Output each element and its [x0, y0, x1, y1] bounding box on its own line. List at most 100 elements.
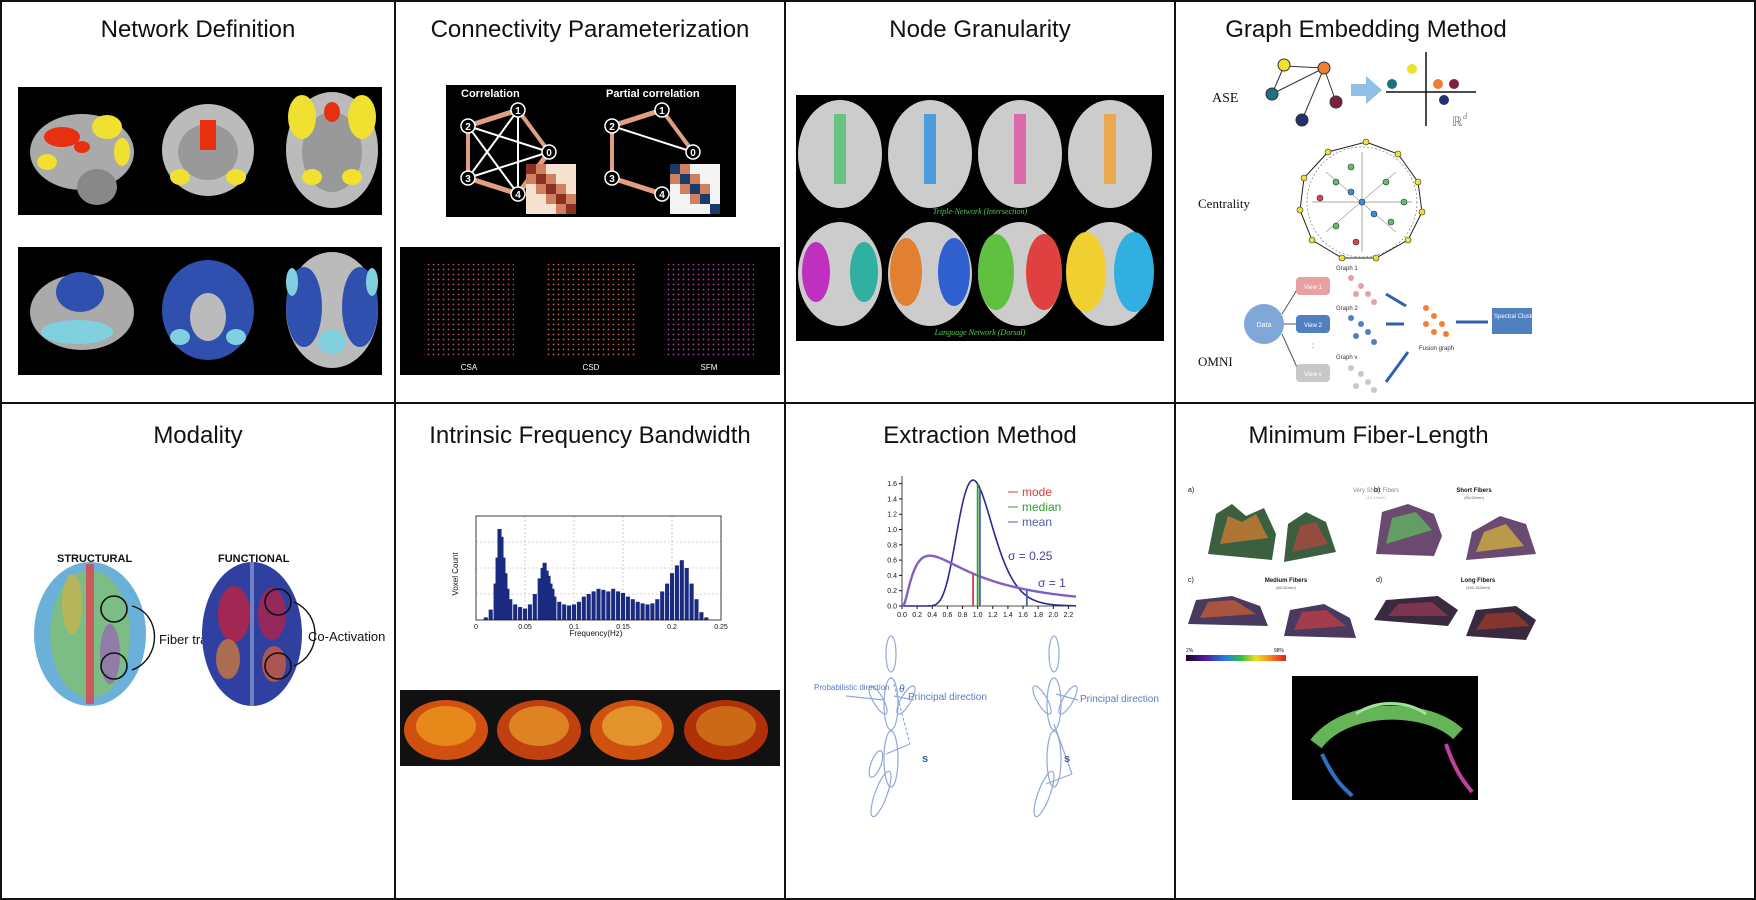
functional-brain-image	[202, 562, 302, 706]
histogram-bar	[532, 594, 537, 620]
x-tick-label: 1.4	[1003, 612, 1013, 619]
x-tick-label: 1.6	[1018, 612, 1028, 619]
omni-label: OMNI	[1198, 354, 1233, 369]
histogram-bar	[601, 589, 606, 620]
histogram-bar	[483, 617, 488, 620]
node-label: 0	[690, 148, 696, 159]
x-tick-label: 0.2	[667, 624, 677, 631]
panel-title: Minimum Fiber-Length	[1248, 422, 1489, 449]
plot-frame	[475, 515, 722, 621]
x-tick-label: 0.25	[714, 624, 728, 631]
long-label: Long Fibers	[1461, 578, 1496, 584]
brain-parcellation-row-bottom	[798, 222, 1154, 326]
label-a: a)	[1188, 487, 1194, 494]
colorbar	[1186, 655, 1286, 661]
histogram-bar	[513, 604, 518, 620]
ase-graph	[1265, 58, 1343, 127]
histogram-bar	[645, 604, 650, 620]
histogram-bar	[552, 596, 557, 620]
histogram-bar	[576, 601, 581, 620]
y-tick-label: 0.2	[887, 588, 897, 595]
histogram-bar	[518, 607, 523, 620]
structural-label: STRUCTURAL	[57, 553, 132, 565]
legend-median: median	[1022, 500, 1061, 514]
graph-label: Graph 2	[1336, 306, 1358, 312]
histogram-bar	[581, 596, 586, 620]
histogram-bar	[571, 604, 577, 620]
histogram-bar	[665, 583, 670, 620]
histogram-bar	[537, 578, 542, 620]
histogram-bar	[505, 588, 510, 620]
principal-direction-label: Principal direction	[908, 692, 987, 703]
panel-connectivity: Connectivity Parameterization Correlatio…	[396, 2, 784, 402]
x-tick-label: 1.8	[1033, 612, 1043, 619]
panel-node-granularity: Node Granularity Triple-Network (Interse…	[786, 2, 1174, 402]
x-tick-label: 0.2	[912, 612, 922, 619]
histogram-bar	[655, 599, 660, 620]
brain-sagittal-image	[30, 114, 134, 205]
short-range: (50-52mm)	[1464, 495, 1484, 500]
grid-divider	[1174, 2, 1176, 900]
very-short-label: Very Short Fibers	[1353, 488, 1399, 494]
node-label: 2	[609, 122, 615, 133]
short-label: Short Fibers	[1456, 488, 1492, 494]
cortical-surface-images	[404, 700, 768, 760]
principal-direction-label: Principal direction	[1080, 694, 1159, 705]
histogram-bar	[522, 608, 528, 620]
functional-label: FUNCTIONAL	[218, 553, 290, 565]
medium-range: (80-82mm)	[1276, 585, 1296, 590]
panel-fiber-length: Minimum Fiber-Length a) Very Short Fiber…	[1176, 404, 1756, 900]
grid-divider	[784, 2, 786, 900]
node-label: 3	[609, 174, 615, 185]
histogram-bar	[640, 603, 645, 620]
node-label: 4	[659, 190, 665, 201]
data-label: Data	[1257, 322, 1272, 329]
fusion-label: Fusion graph	[1419, 346, 1454, 352]
method-label: SFM	[701, 363, 718, 372]
embedding-axes: ℝ d	[1386, 52, 1476, 129]
caption-top: Triple-Network (Intersection)	[933, 207, 1028, 216]
x-tick-label: 0.1	[569, 624, 579, 631]
node-label: 3	[465, 174, 471, 185]
node-label: 1	[515, 106, 521, 117]
method-label: CSA	[461, 363, 478, 372]
histogram-bar	[611, 588, 616, 620]
panel-modality: Modality STRUCTURAL FUNCTIONAL Fiber tra…	[2, 404, 394, 900]
series-line	[901, 554, 1077, 608]
label-d: d)	[1376, 577, 1382, 584]
brain-coronal-image	[162, 104, 254, 196]
sigma-1-label: σ = 1	[1038, 576, 1066, 590]
series-line	[902, 479, 1077, 607]
panel-title: Intrinsic Frequency Bandwidth	[429, 422, 751, 449]
view-label: View 2	[1304, 323, 1323, 329]
fiber-surface-d	[1374, 596, 1536, 640]
fiber-surface-b	[1376, 504, 1536, 560]
histogram-bar	[699, 612, 704, 620]
view-label: View v	[1304, 372, 1322, 378]
legend-mode: mode	[1022, 485, 1052, 499]
node-label: 4	[515, 190, 521, 201]
panel-title: Modality	[153, 422, 243, 449]
extraction-legend: mode median mean	[1008, 485, 1061, 529]
partial-correlation-label: Partial correlation	[606, 88, 700, 100]
histogram-bar	[660, 591, 665, 620]
grid-divider	[2, 402, 1756, 404]
s-label: s	[922, 753, 928, 765]
method-label: CSD	[583, 363, 600, 372]
node-label: 1	[659, 106, 665, 117]
histogram-bar	[562, 604, 567, 620]
histogram-bar	[606, 591, 611, 620]
correlation-matrix	[526, 164, 576, 214]
sfm-field-image	[664, 264, 754, 356]
graph-label: Graph v	[1336, 355, 1357, 361]
y-tick-label: 0.8	[887, 542, 897, 549]
x-tick-label: 1.0	[973, 612, 983, 619]
y-axis-label: Voxel Count	[451, 552, 460, 596]
grid-divider	[394, 2, 396, 900]
panel-title: Graph Embedding Method	[1225, 16, 1507, 43]
x-tick-label: 0.15	[616, 624, 630, 631]
